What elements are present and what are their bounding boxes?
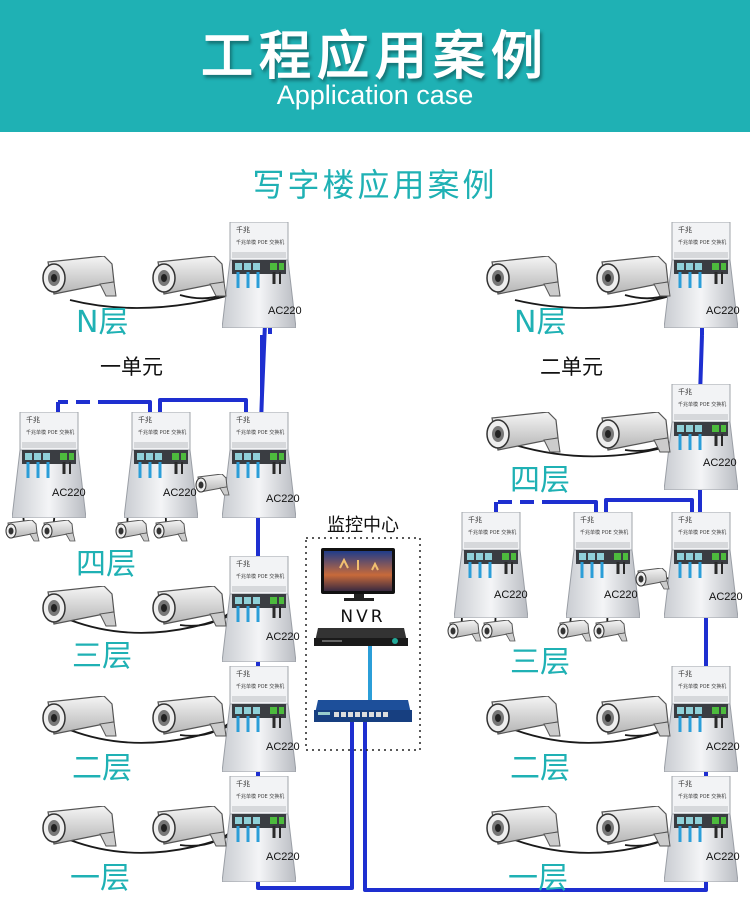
camera-icon bbox=[5, 520, 40, 542]
unit-labels: 一单元 二单元 bbox=[100, 355, 603, 379]
switch-box-unit1-1 bbox=[222, 776, 296, 882]
camera-icon bbox=[42, 586, 117, 627]
camera-icon bbox=[447, 620, 482, 642]
unit-label-1: 一单元 bbox=[100, 355, 163, 379]
camera-icon bbox=[195, 474, 230, 496]
camera-icon bbox=[152, 696, 227, 737]
page-title: 工程应用案例 bbox=[200, 27, 549, 87]
floor-label-3-unit1: 三层 bbox=[72, 639, 132, 674]
switch-box-unit2-1 bbox=[664, 776, 738, 882]
floor-label-n-unit2: N层 bbox=[514, 305, 566, 340]
monitoring-center-title: 监控中心 bbox=[327, 515, 399, 536]
camera-icon bbox=[42, 696, 117, 737]
power-label: AC220 bbox=[268, 305, 302, 317]
switch-box-unit1-2 bbox=[222, 666, 296, 772]
monitoring-center: 监控中心 NVR bbox=[305, 515, 421, 751]
monitoring-center-frame bbox=[305, 537, 421, 751]
power-label: AC220 bbox=[703, 457, 737, 469]
power-label: AC220 bbox=[709, 591, 743, 603]
camera-icon bbox=[593, 620, 628, 642]
camera-icon bbox=[152, 586, 227, 627]
camera-icon bbox=[486, 256, 561, 297]
camera-icon bbox=[152, 256, 227, 297]
camera-icon bbox=[635, 568, 670, 590]
camera-icon bbox=[41, 520, 76, 542]
camera-icon bbox=[42, 256, 117, 297]
floor-label-1-unit2: 一层 bbox=[508, 861, 568, 896]
unit-label-2: 二单元 bbox=[540, 355, 603, 379]
camera-icon bbox=[596, 256, 671, 297]
floor-label-2-unit2: 二层 bbox=[510, 751, 570, 786]
floor-label-4-unit1: 四层 bbox=[76, 547, 136, 582]
power-label: AC220 bbox=[266, 741, 300, 753]
floor-label-1-unit1: 一层 bbox=[70, 861, 130, 896]
power-label: AC220 bbox=[266, 493, 300, 505]
switch-box-unit1-3 bbox=[222, 556, 296, 662]
network-switch-icon bbox=[314, 700, 412, 722]
floor-label-2-unit1: 二层 bbox=[72, 751, 132, 786]
power-label: AC220 bbox=[52, 487, 86, 499]
camera-icon bbox=[481, 620, 516, 642]
power-label: AC220 bbox=[706, 851, 740, 863]
power-label: AC220 bbox=[706, 305, 740, 317]
camera-icon bbox=[596, 806, 671, 847]
camera-icon bbox=[486, 806, 561, 847]
floor-label-n-unit1: N层 bbox=[76, 305, 128, 340]
switch-box-unit2-2 bbox=[664, 666, 738, 772]
nvr-label: NVR bbox=[340, 607, 385, 627]
camera-icon bbox=[153, 520, 188, 542]
camera-icon bbox=[152, 806, 227, 847]
section-title: 写字楼应用案例 bbox=[252, 166, 498, 204]
unit2-switches bbox=[454, 222, 738, 882]
header-banner: 工程应用案例 Application case bbox=[0, 0, 750, 132]
nvr-icon bbox=[314, 628, 408, 646]
monitor-icon bbox=[321, 548, 395, 601]
switch-box-unit1-4b bbox=[124, 412, 198, 518]
floor-label-4-unit2: 四层 bbox=[510, 463, 570, 498]
power-label: AC220 bbox=[604, 589, 638, 601]
power-label: AC220 bbox=[494, 589, 528, 601]
camera-icon bbox=[42, 806, 117, 847]
power-labels: AC220 AC220 AC220 AC220 AC220 AC220 AC22… bbox=[52, 305, 743, 863]
camera-icon bbox=[557, 620, 592, 642]
camera-icon bbox=[596, 412, 671, 453]
floor-label-3-unit2: 三层 bbox=[510, 645, 570, 680]
power-label: AC220 bbox=[266, 851, 300, 863]
page-subtitle-en: Application case bbox=[276, 80, 474, 110]
camera-icon bbox=[486, 696, 561, 737]
camera-icon bbox=[596, 696, 671, 737]
camera-icon bbox=[115, 520, 150, 542]
switch-box-unit2-3c bbox=[454, 512, 528, 618]
switch-box-unit1-4c bbox=[12, 412, 86, 518]
floor-labels: N层 四层 三层 二层 一层 N层 四层 三层 二层 一层 bbox=[70, 305, 570, 896]
switch-box-unit2-4 bbox=[664, 384, 738, 490]
unit1-switches bbox=[12, 222, 296, 882]
camera-icon bbox=[486, 412, 561, 453]
power-label: AC220 bbox=[706, 741, 740, 753]
switch-box-unit2-3b bbox=[566, 512, 640, 618]
power-label: AC220 bbox=[266, 631, 300, 643]
power-label: AC220 bbox=[163, 487, 197, 499]
